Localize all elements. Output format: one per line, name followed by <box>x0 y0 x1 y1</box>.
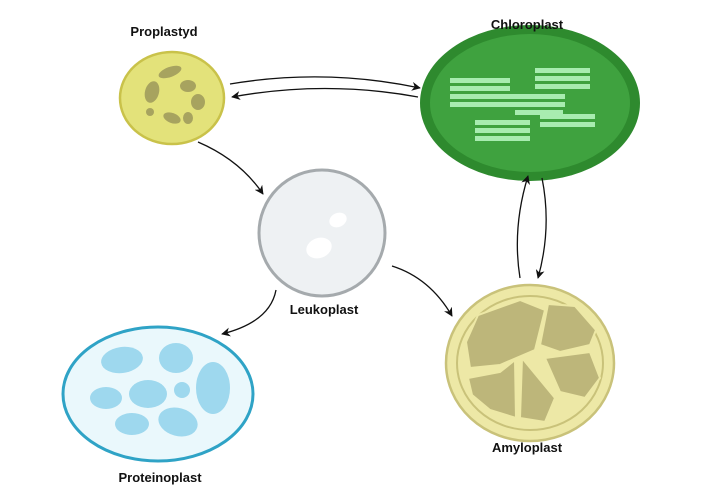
arrow-amyloplast-to-chloroplast <box>516 175 530 279</box>
arrow-chloroplast-to-amyloplast <box>535 177 547 279</box>
proteinoplast-organelle-icon <box>61 325 255 463</box>
arrow-leukoplast-to-proteinoplast <box>221 289 277 337</box>
chloroplast-label: Chloroplast <box>490 17 564 32</box>
arrow-proplastid-to-leukoplast <box>197 141 264 195</box>
proteinoplast-label: Proteinoplast <box>118 470 202 485</box>
leukoplast-organelle-icon <box>257 168 387 298</box>
amyloplast-organelle-icon <box>444 283 616 443</box>
arrow-chloroplast-to-proplastid <box>231 87 419 100</box>
proplastid-label: Proplastyd <box>130 24 198 39</box>
arrow-proplastid-to-chloroplast <box>229 76 421 91</box>
proplastid-organelle-icon <box>118 50 226 146</box>
amyloplast-label: Amyloplast <box>491 440 563 455</box>
chloroplast-organelle-icon <box>420 25 640 181</box>
arrow-leukoplast-to-amyloplast <box>391 265 453 317</box>
leukoplast-label: Leukoplast <box>289 302 359 317</box>
